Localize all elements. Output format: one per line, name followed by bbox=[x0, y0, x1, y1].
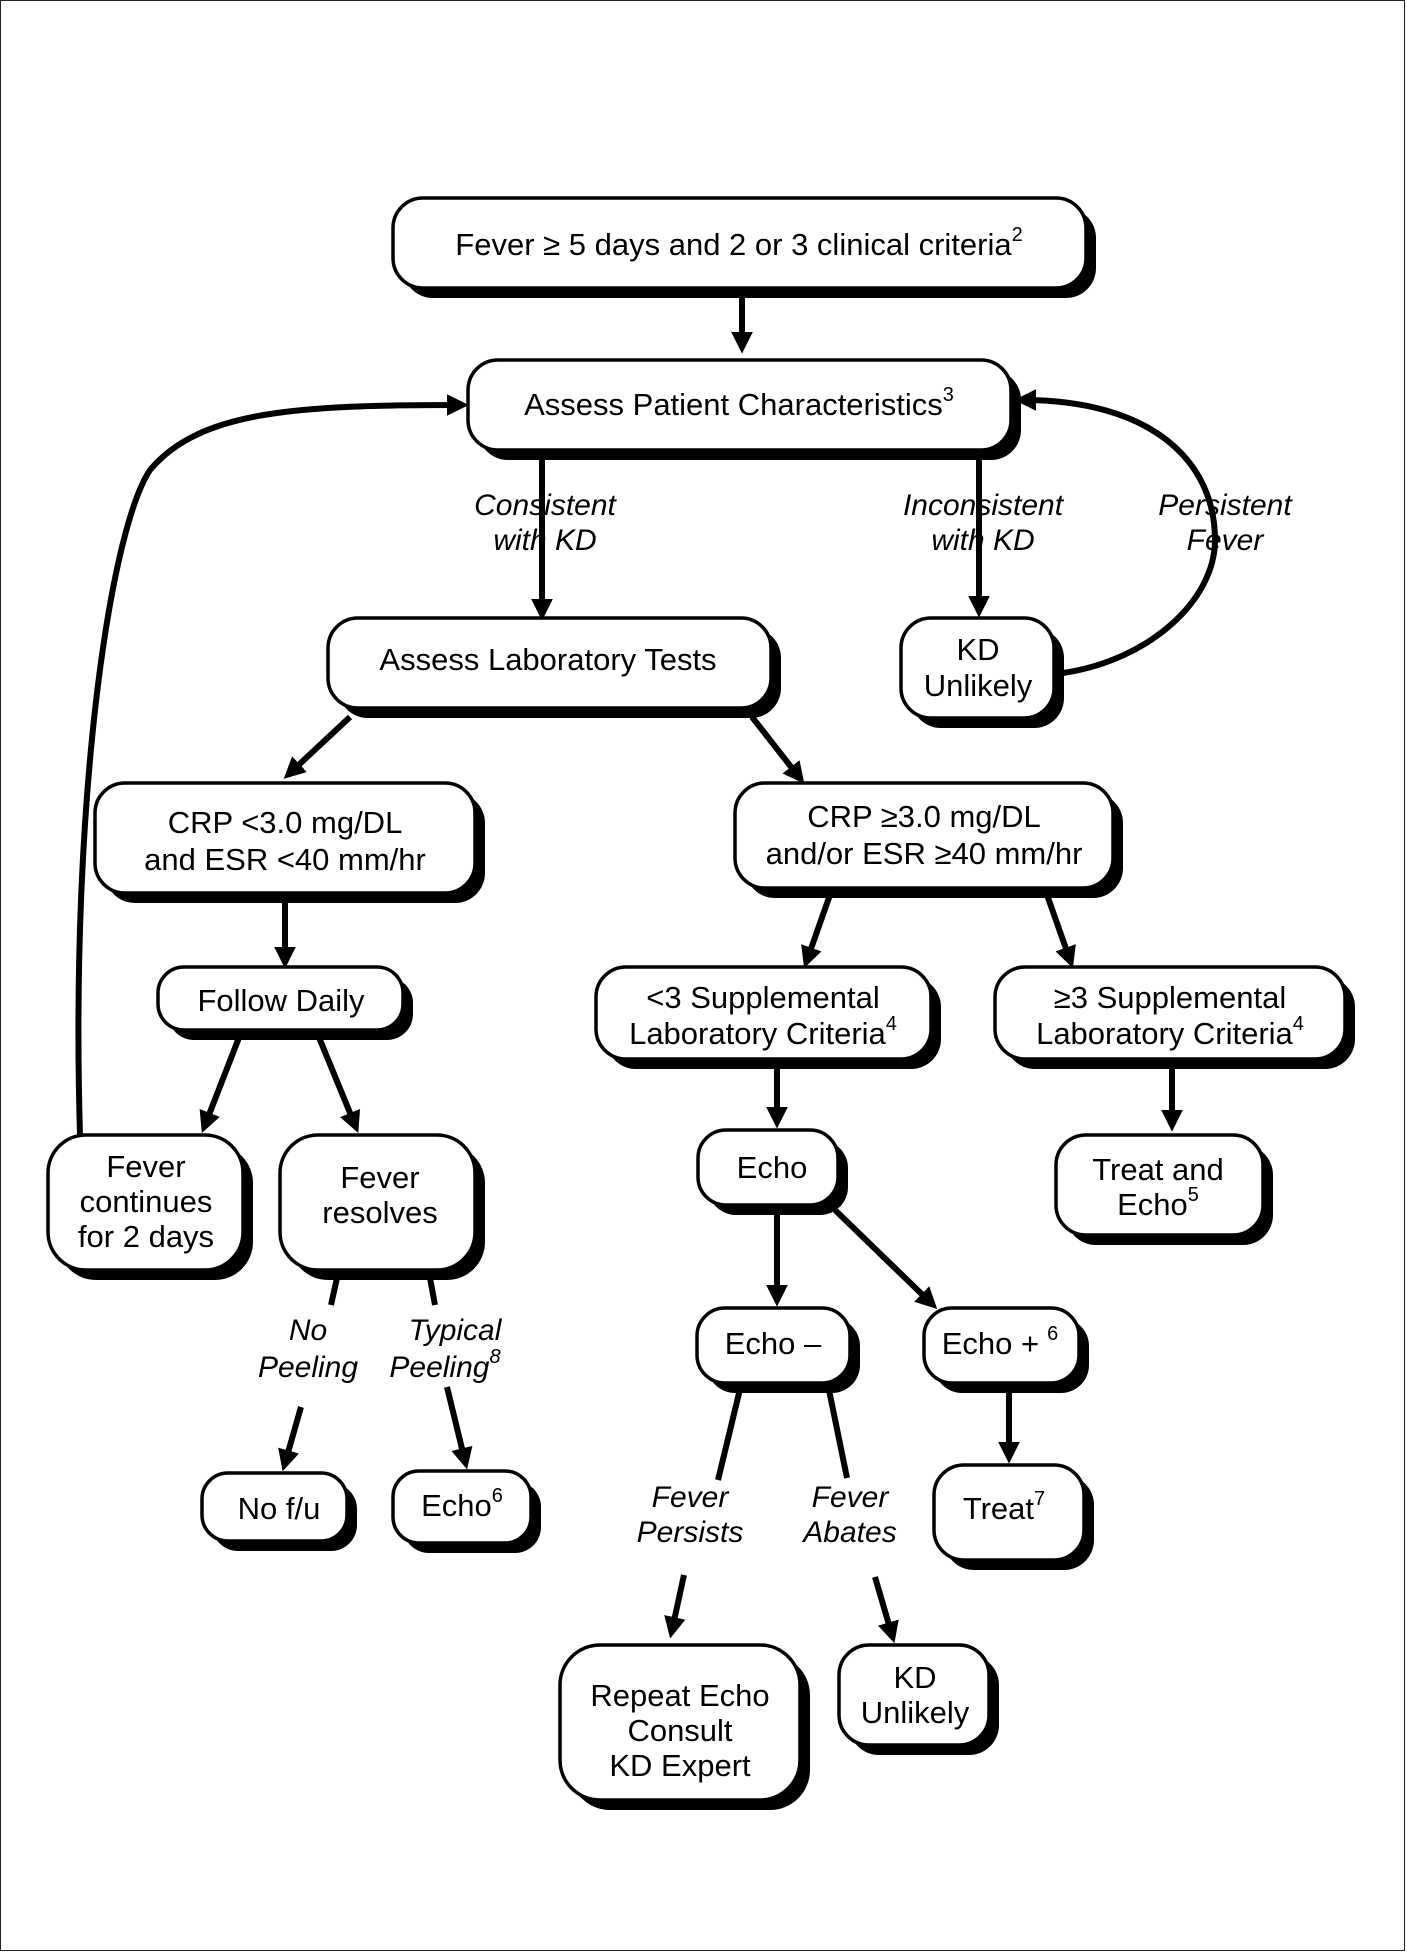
arrow-to-repeat-echo bbox=[664, 1574, 687, 1639]
box-crp-low: CRP <3.0 mg/DL and ESR <40 mm/hr bbox=[93, 781, 485, 903]
box-fever-continues-line2: continues bbox=[80, 1184, 213, 1219]
box-repeat-echo-line2: Consult bbox=[627, 1713, 732, 1748]
box-echo-label: Echo bbox=[737, 1150, 808, 1185]
box-no-fu: No f/u bbox=[200, 1471, 357, 1551]
box-follow-daily: Follow Daily bbox=[156, 965, 413, 1040]
box-fever-continues-line1: Fever bbox=[106, 1149, 185, 1184]
box-crp-low-line2: and ESR <40 mm/hr bbox=[144, 842, 426, 877]
label-consistent-line2: with KD bbox=[493, 524, 596, 557]
arrow-to-no-fu bbox=[278, 1406, 304, 1472]
box-fever-criteria: Fever ≥ 5 days and 2 or 3 clinical crite… bbox=[391, 196, 1096, 298]
box-supp-low-line2: Laboratory Criteria4 bbox=[629, 1013, 897, 1051]
box-crp-low-line1: CRP <3.0 mg/DL bbox=[168, 805, 403, 840]
box-supp-high-line1: ≥3 Supplemental bbox=[1054, 980, 1286, 1015]
box-echo-peel: Echo6 bbox=[391, 1469, 541, 1553]
label-fever-abates-line2: Abates bbox=[801, 1516, 896, 1549]
arrow-to-echo-pos bbox=[832, 1207, 938, 1310]
line-no-peeling-top bbox=[328, 1277, 340, 1306]
box-crp-high: CRP ≥3.0 mg/DL and/or ESR ≥40 mm/hr bbox=[733, 781, 1123, 898]
line-fever-abates-top bbox=[825, 1384, 850, 1479]
box-crp-high-line1: CRP ≥3.0 mg/DL bbox=[807, 799, 1041, 834]
box-fever-continues-line3: for 2 days bbox=[78, 1219, 214, 1254]
label-inconsistent-line1: Inconsistent bbox=[903, 489, 1065, 522]
arrow-to-supp-high bbox=[1043, 891, 1076, 969]
label-consistent-line1: Consistent bbox=[474, 489, 617, 522]
box-treat-echo-line1: Treat and bbox=[1092, 1152, 1224, 1187]
box-assess-patient-label: Assess Patient Characteristics3 bbox=[524, 384, 954, 422]
box-fever-resolves: Fever resolves bbox=[278, 1133, 485, 1280]
box-fever-continues: Fever continues for 2 days bbox=[46, 1133, 253, 1280]
box-supp-low: <3 Supplemental Laboratory Criteria4 bbox=[594, 965, 941, 1069]
arrow-to-supp-low bbox=[801, 891, 834, 969]
label-fever-persists-line1: Fever bbox=[652, 1481, 730, 1514]
label-persistent-line2: Fever bbox=[1187, 524, 1265, 557]
box-kd-unlikely-top: KD Unlikely bbox=[899, 616, 1064, 728]
box-assess-lab: Assess Laboratory Tests bbox=[326, 616, 781, 718]
box-echo: Echo bbox=[696, 1128, 848, 1215]
box-fever-criteria-label: Fever ≥ 5 days and 2 or 3 clinical crite… bbox=[455, 224, 1022, 262]
box-supp-high: ≥3 Supplemental Laboratory Criteria4 bbox=[993, 965, 1355, 1069]
box-treat-label: Treat7 bbox=[963, 1488, 1045, 1526]
box-kd-unlikely-bottom-line1: KD bbox=[893, 1660, 936, 1695]
line-typical-peeling-top bbox=[427, 1277, 438, 1306]
box-kd-unlikely-top-line1: KD bbox=[956, 632, 999, 667]
box-supp-low-line1: <3 Supplemental bbox=[646, 980, 880, 1015]
arrow-to-crp-low bbox=[283, 714, 353, 779]
box-echo-peel-label: Echo6 bbox=[421, 1485, 503, 1523]
arrow-to-fever-continues bbox=[199, 1033, 243, 1134]
box-assess-lab-label: Assess Laboratory Tests bbox=[379, 642, 716, 677]
arrow-fever-continues-loop bbox=[75, 394, 469, 1136]
box-echo-neg-label: Echo – bbox=[725, 1326, 822, 1361]
arrow-to-fever-resolves bbox=[315, 1033, 361, 1133]
box-crp-high-line2: and/or ESR ≥40 mm/hr bbox=[766, 836, 1083, 871]
box-treat-echo-line2: Echo5 bbox=[1117, 1184, 1199, 1222]
box-kd-unlikely-top-line2: Unlikely bbox=[924, 668, 1033, 703]
box-follow-daily-label: Follow Daily bbox=[197, 983, 365, 1018]
label-typical-peeling-line2: Peeling8 bbox=[389, 1346, 500, 1384]
box-repeat-echo: Repeat Echo Consult KD Expert bbox=[558, 1643, 810, 1810]
box-repeat-echo-line1: Repeat Echo bbox=[590, 1678, 769, 1713]
box-echo-neg: Echo – bbox=[695, 1306, 860, 1393]
box-treat-echo: Treat and Echo5 bbox=[1054, 1133, 1273, 1245]
arrow-to-crp-high bbox=[749, 715, 805, 784]
edge-labels: Consistent with KD Inconsistent with KD … bbox=[258, 489, 1293, 1549]
box-assess-patient: Assess Patient Characteristics3 bbox=[466, 358, 1021, 460]
box-kd-unlikely-bottom-line2: Unlikely bbox=[861, 1695, 970, 1730]
arrow-to-kd-unlikely-bottom bbox=[872, 1576, 899, 1644]
arrow-persistent-fever bbox=[1014, 389, 1219, 676]
box-treat: Treat7 bbox=[932, 1463, 1094, 1570]
edges bbox=[75, 295, 1219, 1644]
label-fever-persists-line2: Persists bbox=[637, 1516, 744, 1549]
label-fever-abates-line1: Fever bbox=[812, 1481, 890, 1514]
label-persistent-line1: Persistent bbox=[1158, 489, 1293, 522]
label-inconsistent-line2: with KD bbox=[931, 524, 1034, 557]
arrow-to-echo-peel bbox=[444, 1386, 473, 1470]
box-kd-unlikely-bottom: KD Unlikely bbox=[837, 1643, 999, 1755]
box-no-fu-label: No f/u bbox=[238, 1491, 321, 1526]
line-fever-persists-top bbox=[715, 1384, 744, 1481]
box-fever-resolves-line1: Fever bbox=[340, 1160, 419, 1195]
box-supp-high-line2: Laboratory Criteria4 bbox=[1036, 1013, 1304, 1051]
box-repeat-echo-line3: KD Expert bbox=[609, 1748, 751, 1783]
box-fever-resolves-line2: resolves bbox=[322, 1195, 437, 1230]
label-typical-peeling-line1: Typical bbox=[409, 1314, 503, 1347]
box-echo-pos: Echo +6 bbox=[922, 1306, 1089, 1393]
label-no-peeling-line1: No bbox=[289, 1314, 327, 1347]
label-no-peeling-line2: Peeling bbox=[258, 1351, 358, 1384]
box-echo-pos-label: Echo +6 bbox=[942, 1323, 1059, 1361]
